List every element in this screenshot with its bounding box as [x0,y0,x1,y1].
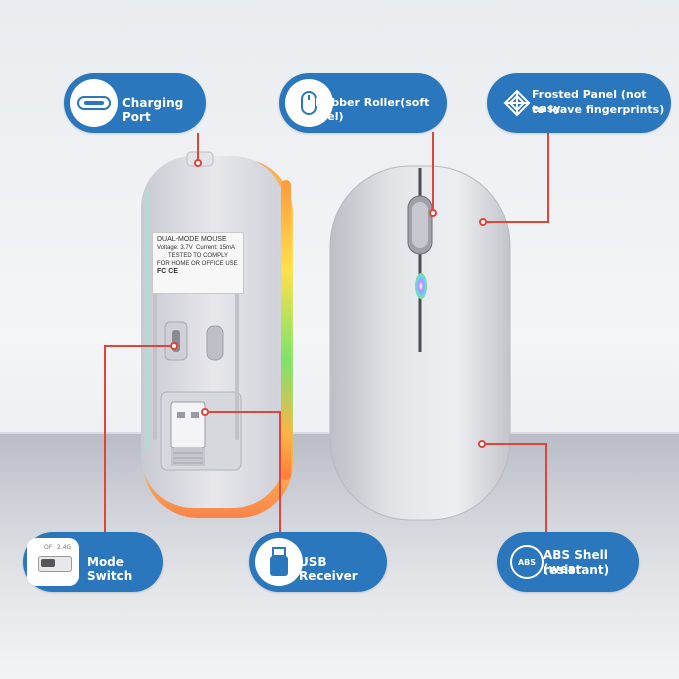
sticker-tested: TESTED TO COMPLY [167,253,228,259]
leader-frosted-v [547,133,549,223]
switch-knob [41,559,55,567]
switch-off-label: OF [44,544,53,551]
leader-usb-h [205,411,280,413]
callout-abs-shell: ABS ABS Shell (wear resistant) [497,532,639,592]
switch-icon: OF 2.4G [30,542,76,582]
sticker-marks: FC CE [157,268,178,275]
leader-usb-v [279,411,281,535]
leader-mode-switch-h [104,345,174,347]
leader-abs-h [484,443,547,445]
texture-pattern-icon [503,89,531,117]
abs-shell-label-line1: ABS Shell (wear [543,548,608,576]
point-usb [201,408,209,416]
usb-receiver-icon-circle [255,538,303,586]
frosted-panel-label-line2: to leave fingerprints) [532,103,665,116]
callout-frosted-panel: Frosted Panel (not easy to leave fingerp… [487,73,671,133]
usb-c-icon [77,96,111,110]
abs-badge-text: ABS [517,557,537,567]
mouse-top [329,165,511,521]
point-mode-switch [170,342,178,350]
sticker-current: Current: 15mA [196,245,236,251]
sticker-title: DUAL-MODE MOUSE [157,236,227,243]
leader-charging-port [197,133,199,163]
callout-rubber-roller: Rubber Roller(soft feel) [279,73,447,133]
frosted-panel-icon-circle [493,79,541,127]
point-abs [478,440,486,448]
point-charging-port [194,159,202,167]
usb-drive-icon [270,547,288,576]
sticker-usage: FOR HOME OR OFFICE USE [157,261,238,267]
switch-mode-label: 2.4G [57,544,72,551]
abs-shell-icon-circle: ABS [503,538,551,586]
charging-port-label: Charging Port [122,96,184,124]
rubber-roller-icon-circle [285,79,333,127]
leader-roller [432,132,434,212]
callout-charging-port: Charging Port [64,73,206,133]
leader-mode-switch-v [104,345,106,535]
point-roller [429,209,437,217]
rubber-roller-label: Rubber Roller(soft feel) [315,96,430,123]
frosted-panel-label-line1: Frosted Panel (not easy [532,88,647,115]
spec-sticker: DUAL-MODE MOUSE Voltage: 3.7V Current: 1… [152,232,244,294]
leader-frosted-h [484,221,549,223]
charging-port-icon-circle [70,79,118,127]
callout-mode-switch: OF 2.4G Mode Switch [23,532,163,592]
callout-usb-receiver: USB Receiver [249,532,387,592]
sticker-specs: Voltage: 3.7V Current: 15mA [157,244,239,252]
mode-switch-label: Mode Switch [87,555,133,583]
leader-abs-v [545,443,547,535]
abs-badge-icon: ABS [510,545,544,579]
sticker-voltage: Voltage: 3.7V [157,245,193,251]
abs-shell-label-line2: resistant) [543,563,610,577]
mode-switch-icon-circle: OF 2.4G [27,538,79,586]
point-frosted [479,218,487,226]
usb-receiver-label: USB Receiver [299,555,358,583]
mouse-icon [301,91,317,115]
